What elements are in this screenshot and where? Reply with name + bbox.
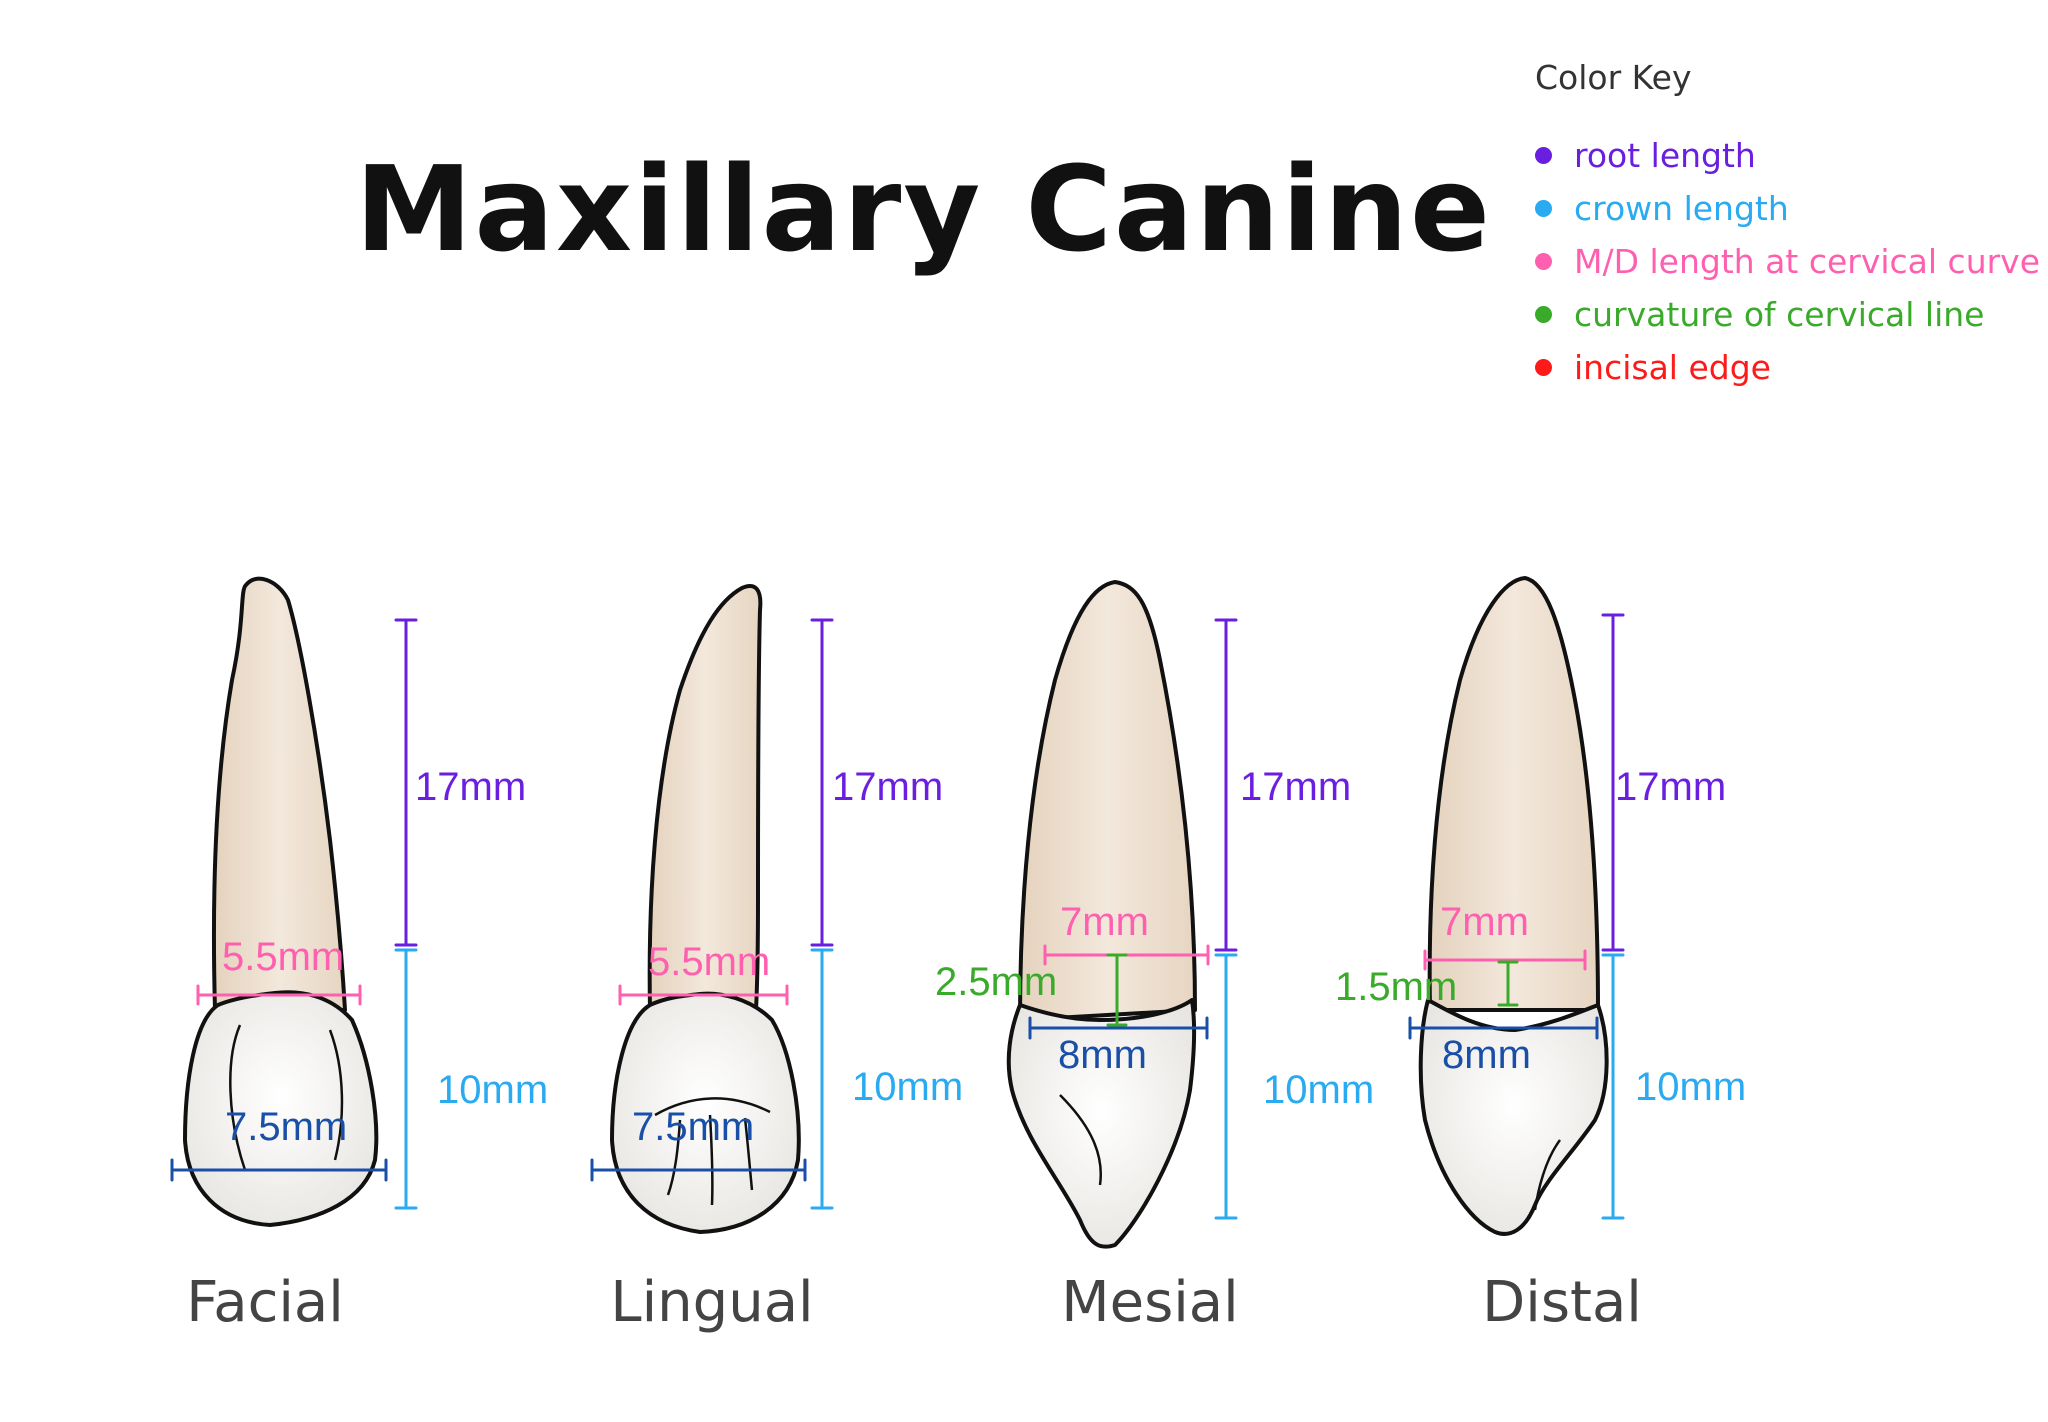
measure-line-root-facial [394, 618, 418, 947]
key-label-curvature: curvature of cervical line [1574, 295, 1985, 334]
measure-line-cervical-distal [1423, 949, 1587, 971]
root-length-label-lingual: 17mm [832, 765, 943, 809]
lingual-ridge [666, 1119, 682, 1196]
measure-line-crown-mesial [1214, 953, 1238, 1220]
lingual-ridge [743, 1117, 754, 1191]
cervical-width-label-distal: 7mm [1440, 900, 1529, 944]
key-label-crown-length: crown length [1574, 189, 1789, 228]
key-item-incisal-edge: incisal edge [1535, 341, 2040, 394]
distal-root [1427, 576, 1600, 1012]
measure-line-width-facial [170, 1158, 388, 1182]
lingual-cingulum [654, 1097, 771, 1117]
crown-length-label-lingual: 10mm [852, 1065, 963, 1109]
facial-crown-ridge [229, 1024, 247, 1171]
root-length-label-distal: 17mm [1615, 765, 1726, 809]
key-dot-incisal-edge [1535, 359, 1552, 376]
crown-width-label-distal: 8mm [1442, 1033, 1531, 1077]
measure-line-root-mesial [1214, 618, 1238, 952]
cervical-width-label-lingual: 5.5mm [648, 940, 770, 984]
lingual-ridge [708, 1114, 714, 1206]
diagram-title: Maxillary Canine [355, 140, 1493, 278]
view-label-facial: Facial [186, 1270, 344, 1335]
cervical-width-label-facial: 5.5mm [222, 935, 344, 979]
measure-line-width-mesial [1028, 1016, 1209, 1040]
key-label-incisal-edge: incisal edge [1574, 348, 1771, 387]
curvature-label-mesial: 2.5mm [935, 960, 1057, 1004]
key-label-root-length: root length [1574, 136, 1756, 175]
measure-line-width-lingual [590, 1158, 807, 1182]
curvature-label-distal: 1.5mm [1335, 965, 1457, 1009]
key-dot-curvature [1535, 306, 1552, 323]
measure-line-width-distal [1408, 1016, 1599, 1040]
key-item-curvature: curvature of cervical line [1535, 288, 2040, 341]
distal-crown-contour [1533, 1139, 1562, 1211]
key-label-md-length: M/D length at cervical curve [1574, 242, 2041, 281]
color-key-heading: Color Key [1535, 58, 1692, 97]
crown-length-label-facial: 10mm [437, 1068, 548, 1112]
measure-line-root-distal [1601, 613, 1625, 952]
lingual-root [647, 584, 763, 1012]
crown-length-label-distal: 10mm [1635, 1065, 1746, 1109]
mesial-crown-contour [1059, 1094, 1103, 1186]
tooth-mesial [1006, 580, 1197, 1249]
key-item-root-length: root length [1535, 129, 2040, 182]
tooth-facial [183, 576, 379, 1227]
measure-line-cervical-facial [196, 984, 362, 1006]
root-length-label-mesial: 17mm [1240, 765, 1351, 809]
facial-crown-ridge [328, 1029, 344, 1161]
cervical-width-label-mesial: 7mm [1060, 900, 1149, 944]
measure-line-crown-lingual [810, 948, 834, 1210]
view-label-mesial: Mesial [1061, 1270, 1239, 1335]
measure-line-curvature-distal [1497, 960, 1519, 1007]
key-item-crown-length: crown length [1535, 182, 2040, 235]
crown-width-label-lingual: 7.5mm [632, 1105, 754, 1149]
view-label-lingual: Lingual [610, 1270, 814, 1335]
measure-line-cervical-lingual [618, 984, 789, 1006]
mesial-crown [1006, 998, 1197, 1249]
measure-line-crown-facial [394, 948, 418, 1210]
measure-line-root-lingual [810, 618, 834, 947]
crown-width-label-mesial: 8mm [1058, 1033, 1147, 1077]
crown-length-label-mesial: 10mm [1263, 1068, 1374, 1112]
crown-width-label-facial: 7.5mm [225, 1105, 347, 1149]
mesial-root [1018, 580, 1197, 1022]
facial-root [211, 576, 347, 1012]
key-dot-root-length [1535, 147, 1552, 164]
measure-line-curvature-mesial [1106, 953, 1128, 1027]
key-dot-md-length [1535, 253, 1552, 270]
measure-line-crown-distal [1601, 953, 1625, 1220]
view-label-distal: Distal [1482, 1270, 1642, 1335]
color-key: Color Key root length crown length M/D l… [1535, 58, 2040, 394]
root-length-label-facial: 17mm [415, 765, 526, 809]
tooth-lingual [610, 584, 801, 1234]
key-item-md-length: M/D length at cervical curve [1535, 235, 2040, 288]
key-dot-crown-length [1535, 200, 1552, 217]
